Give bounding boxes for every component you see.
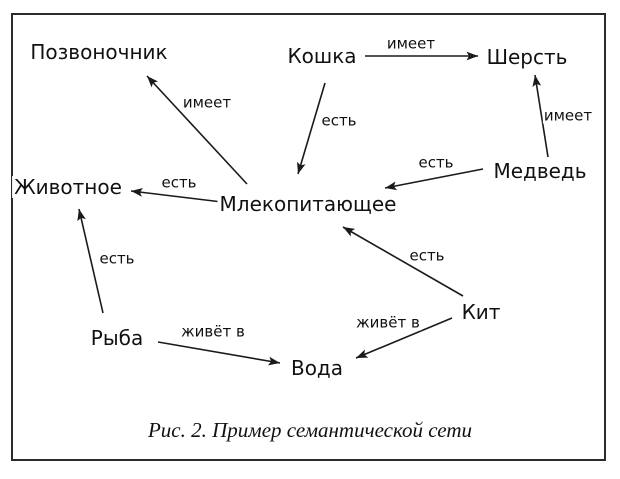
edge-koshka-mlekopitayushchee — [297, 82, 326, 175]
node-kit: Кит — [459, 300, 503, 324]
edge-medved-mlekopitayushchee — [384, 168, 484, 191]
edge-ryba-voda — [157, 341, 281, 366]
edge-label-kit-mlekopitayushchee: есть — [408, 246, 446, 265]
edge-medved-sherst — [532, 74, 549, 158]
node-voda: Вода — [288, 356, 346, 380]
edge-label-mlekopitayushchee-pozvonochnik: имеет — [181, 93, 233, 112]
edge-label-ryba-voda: живёт в — [180, 322, 246, 341]
edge-label-kit-voda: живёт в — [355, 313, 421, 332]
figure-caption: Рис. 2. Пример семантической сети — [147, 418, 473, 442]
edge-label-medved-sherst: имеет — [542, 106, 594, 125]
node-pozvonochnik: Позвоночник — [28, 40, 170, 64]
edge-label-medved-mlekopitayushchee: есть — [417, 153, 455, 172]
node-ryba: Рыба — [88, 326, 146, 350]
edge-label-mlekopitayushchee-zhivotnoe: есть — [160, 173, 198, 192]
edge-mlekopitayushchee-zhivotnoe — [130, 188, 223, 203]
node-koshka: Кошка — [285, 44, 359, 68]
edge-label-koshka-sherst: имеет — [385, 34, 437, 53]
edge-kit-voda — [355, 317, 453, 359]
edge-ryba-zhivotnoe — [77, 208, 104, 314]
edge-kit-mlekopitayushchee — [342, 226, 464, 297]
node-mlekopitayushchee: Млекопитающее — [217, 192, 399, 216]
edge-label-ryba-zhivotnoe: есть — [98, 249, 136, 268]
node-zhivotnoe: Животное — [12, 175, 124, 199]
edges-group — [77, 51, 549, 366]
node-sherst: Шерсть — [484, 45, 570, 69]
edge-mlekopitayushchee-pozvonochnik — [146, 75, 248, 185]
node-medved: Медведь — [491, 159, 589, 183]
diagram-border — [11, 13, 606, 461]
edge-label-koshka-mlekopitayushchee: есть — [320, 111, 358, 130]
